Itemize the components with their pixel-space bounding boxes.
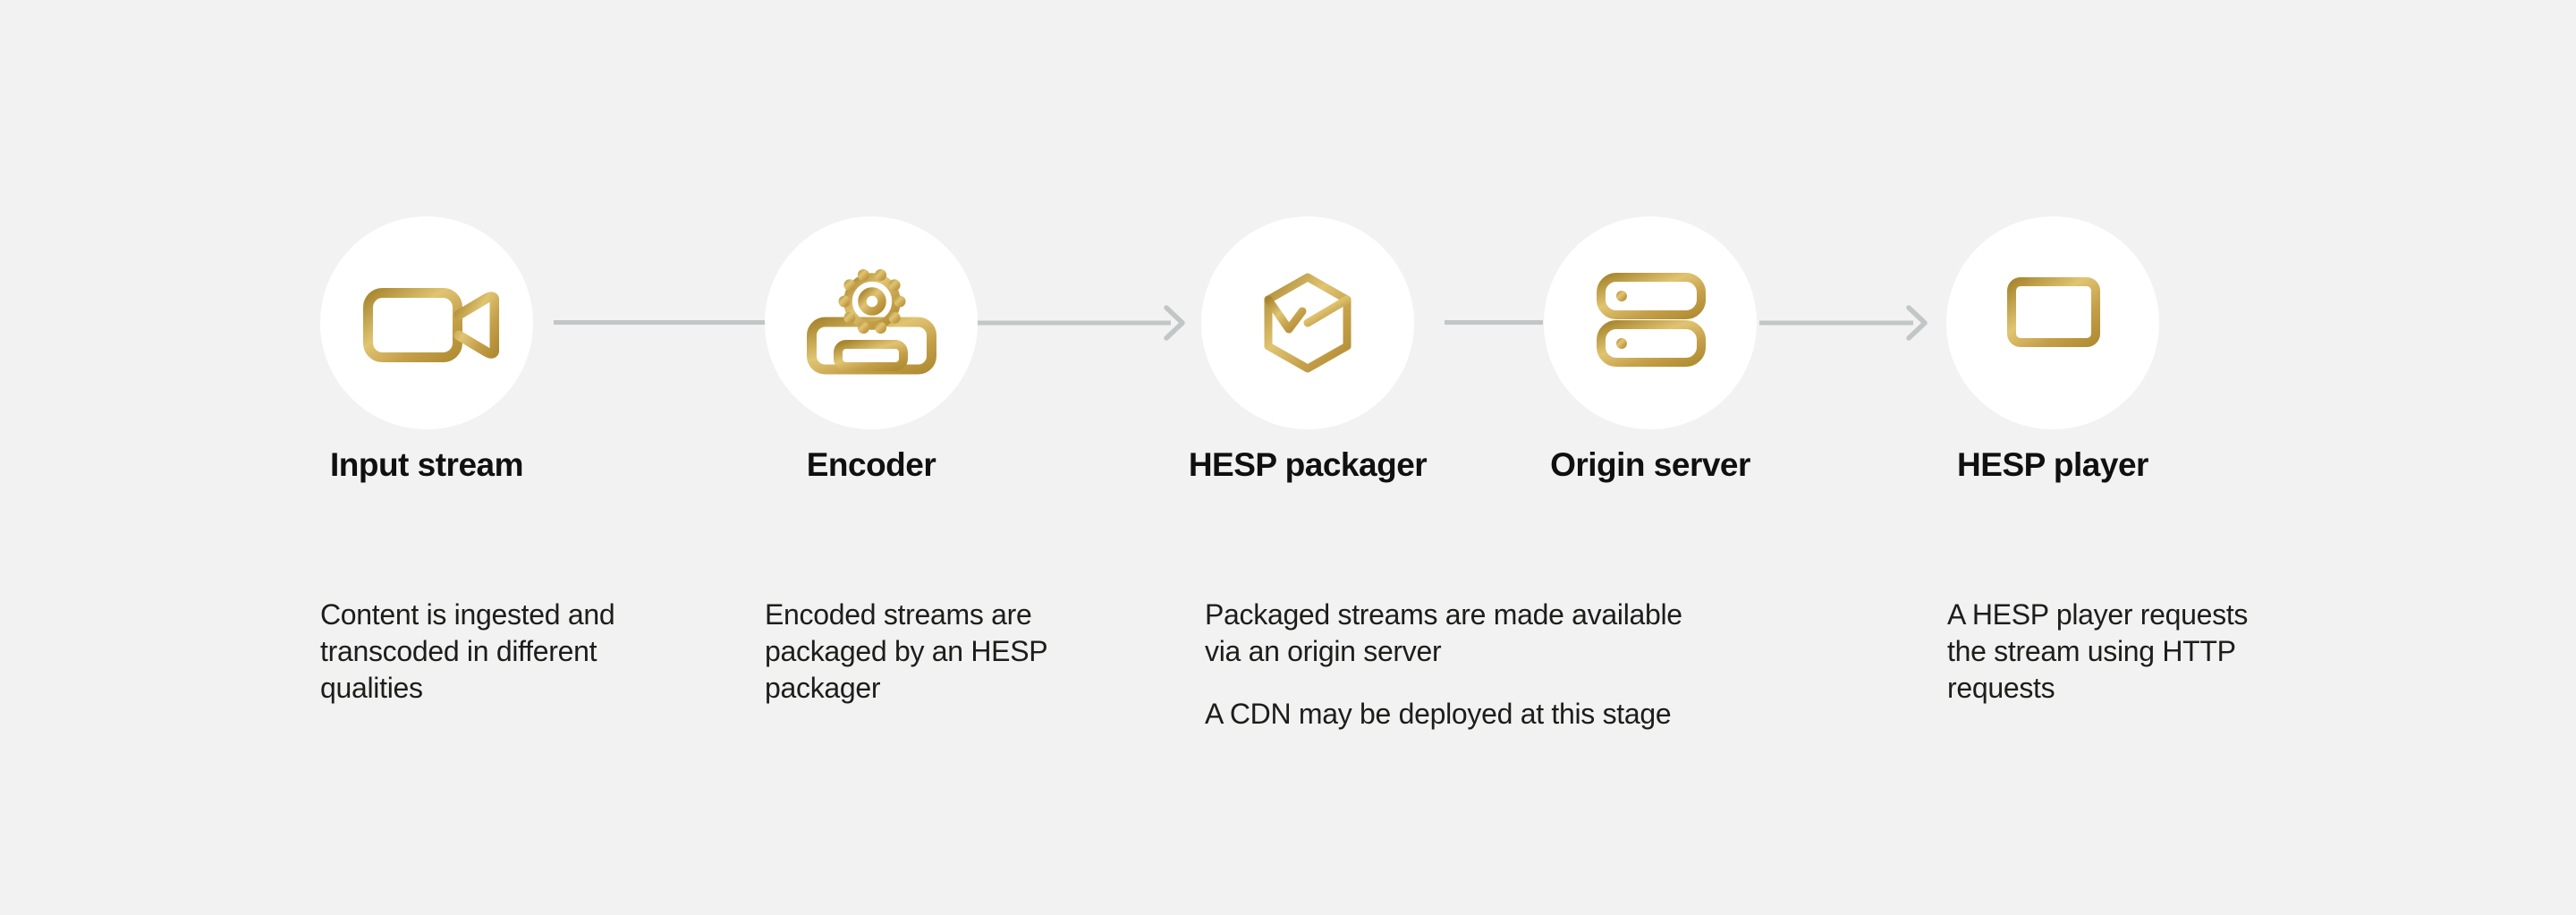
description-text: Encoded streams are packaged by an HESP … (765, 598, 1048, 704)
description-text: A CDN may be deployed at this stage (1205, 698, 1672, 730)
stage-label-hesp-packager: HESP packager (1188, 446, 1428, 483)
arrowhead-icon (1164, 305, 1185, 341)
stage-description-encoder: Encoded streams are packaged by an HESP … (765, 597, 1194, 707)
package-cube-icon (1264, 273, 1352, 373)
stage-label-encoder: Encoder (806, 446, 936, 483)
description-text: Content is ingested and transcoded in di… (320, 598, 615, 704)
stage-description-input-stream: Content is ingested and transcoded in di… (320, 597, 750, 707)
stage-label-hesp-player: HESP player (1957, 446, 2148, 483)
video-camera-icon (363, 288, 499, 362)
laptop-icon (1994, 277, 2112, 365)
description-text: A HESP player requests the stream using … (1947, 598, 2249, 704)
connector-input-to-encoder (554, 320, 766, 325)
stage-label-origin-server: Origin server (1550, 446, 1750, 483)
connector-packager-to-origin (1445, 320, 1543, 325)
encoder-gear-box-icon (807, 269, 936, 375)
gear-teeth (838, 269, 906, 334)
stage-description-hesp-packager: Packaged streams are made available via … (1205, 597, 1831, 733)
connector-arrow-encoder-to-packager (978, 305, 1185, 341)
server-stack-icon (1597, 273, 1706, 367)
connector-arrow-origin-to-player (1759, 305, 1928, 341)
stage-description-hesp-player: A HESP player requests the stream using … (1947, 597, 2377, 707)
description-text: Packaged streams are made available via … (1205, 598, 1682, 667)
arrowhead-icon (1906, 305, 1928, 341)
stage-label-input-stream: Input stream (329, 446, 524, 483)
stage-circle-hesp-player (1946, 216, 2159, 429)
